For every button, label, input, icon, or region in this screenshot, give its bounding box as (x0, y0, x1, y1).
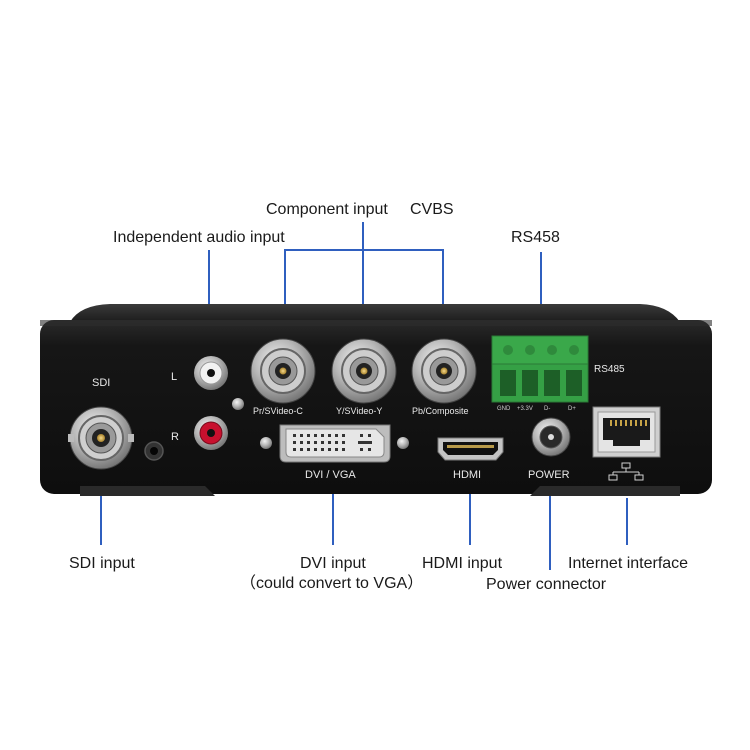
dvi-vga-panel-label: DVI / VGA (305, 469, 356, 481)
terminal-pin-3v3: +3.3V (517, 406, 533, 412)
bnc-pr-connector-icon[interactable] (250, 338, 316, 404)
hdmi-panel-label: HDMI (453, 469, 481, 481)
rs-label: RS458 (511, 229, 560, 246)
dc-power-jack-icon[interactable] (531, 417, 571, 457)
rca-left-jack-icon[interactable] (194, 356, 228, 390)
callout-lines (100, 222, 628, 570)
dvi-port-icon[interactable] (260, 424, 409, 463)
audio-left-label: L (171, 371, 177, 383)
rs485-terminal-block-icon[interactable] (491, 335, 589, 403)
terminal-pin-gnd: GND (497, 406, 511, 412)
component-input-label: Component input (266, 201, 388, 218)
cvbs-label: CVBS (410, 201, 454, 218)
sdi-bnc-connector-icon[interactable] (68, 406, 134, 470)
power-panel-label: POWER (528, 469, 570, 481)
audio-input-label: Independent audio input (113, 229, 285, 246)
dvi-note-label: （could convert to VGA） (240, 575, 424, 592)
bnc-y-label: Y/SVideo-Y (336, 406, 382, 416)
sdi-input-label: SDI input (69, 555, 135, 572)
dvi-input-label: DVI input (300, 555, 366, 572)
network-icon (608, 462, 644, 481)
rca-right-jack-icon[interactable] (194, 416, 228, 450)
rs485-panel-label: RS485 (594, 364, 625, 375)
terminal-pin-dplus: D+ (568, 406, 576, 412)
hdmi-input-label: HDMI input (422, 555, 503, 572)
bnc-y-connector-icon[interactable] (331, 338, 397, 404)
bnc-pb-connector-icon[interactable] (411, 338, 477, 404)
audio-right-label: R (171, 431, 179, 443)
bnc-pb-label: Pb/Composite (412, 406, 469, 416)
rj45-port-icon[interactable] (592, 406, 661, 458)
hdmi-port-icon[interactable] (437, 437, 504, 461)
sdi-panel-label: SDI (92, 377, 110, 389)
headphone-jack-icon (144, 441, 164, 461)
bnc-pr-label: Pr/SVideo-C (253, 406, 303, 416)
terminal-pin-dminus: D- (544, 406, 550, 412)
internet-interface-label: Internet interface (568, 555, 689, 572)
ground-screw-icon (232, 398, 244, 410)
power-connector-label: Power connector (486, 576, 607, 593)
